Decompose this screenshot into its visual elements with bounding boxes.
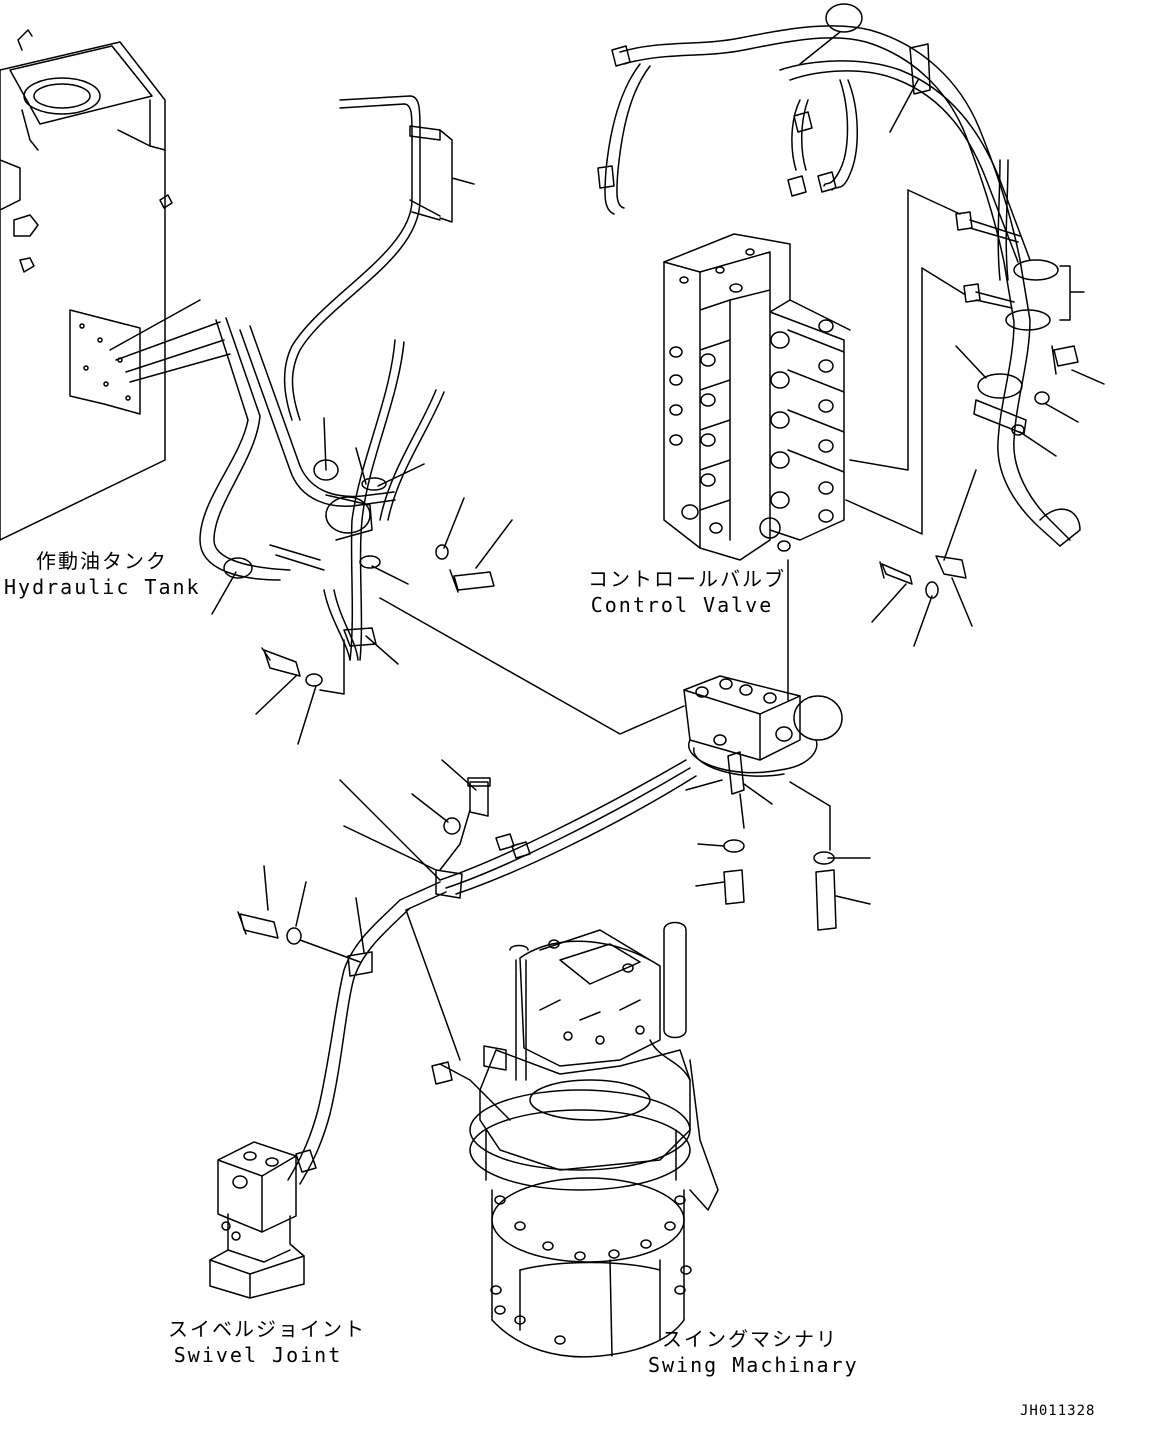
- swivel-joint-label-en: Swivel Joint: [173, 1343, 343, 1367]
- hydraulic-tank-drawing: [0, 29, 231, 541]
- top-hose-harness: [597, 3, 1081, 547]
- drawing-code: JH011328: [1020, 1403, 1096, 1419]
- swivel-joint-drawing: [209, 1141, 305, 1299]
- hydraulic-tank-label-en: Hydraulic Tank: [4, 575, 201, 599]
- control-valve-label-jp: コントロールバルブ: [588, 567, 786, 591]
- swing-machinery-label: スイングマシナリ Swing Machinary: [648, 1326, 859, 1378]
- swivel-clamps: [237, 777, 531, 977]
- tank-leader-lines: [211, 129, 513, 745]
- tank-clamps: [223, 459, 495, 687]
- swing-machinery-drawing: [469, 921, 719, 1358]
- control-valve-drawing: [663, 233, 851, 561]
- swivel-joint-label: スイベルジョイント Swivel Joint: [168, 1316, 366, 1368]
- pilot-valve-block: [683, 559, 843, 795]
- swing-machinery-label-en: Swing Machinary: [648, 1353, 859, 1377]
- connection-lines: [299, 597, 697, 1061]
- hydraulic-tank-label: 作動油タンク Hydraulic Tank: [4, 548, 200, 600]
- control-valve-label: コントロールバルブ Control Valve: [588, 566, 786, 618]
- tank-hoses: [199, 95, 445, 661]
- control-valve-label-en: Control Valve: [590, 593, 774, 617]
- control-valve-leader-lines: [799, 31, 1105, 647]
- swing-machinery-label-jp: スイングマシナリ: [662, 1327, 838, 1351]
- swivel-leader-lines: [263, 759, 477, 953]
- swivel-joint-label-jp: スイベルジョイント: [168, 1317, 366, 1341]
- pilot-leader-lines: [685, 779, 871, 931]
- swivel-hoses: [287, 899, 511, 1185]
- hydraulic-tank-label-jp: 作動油タンク: [36, 549, 168, 573]
